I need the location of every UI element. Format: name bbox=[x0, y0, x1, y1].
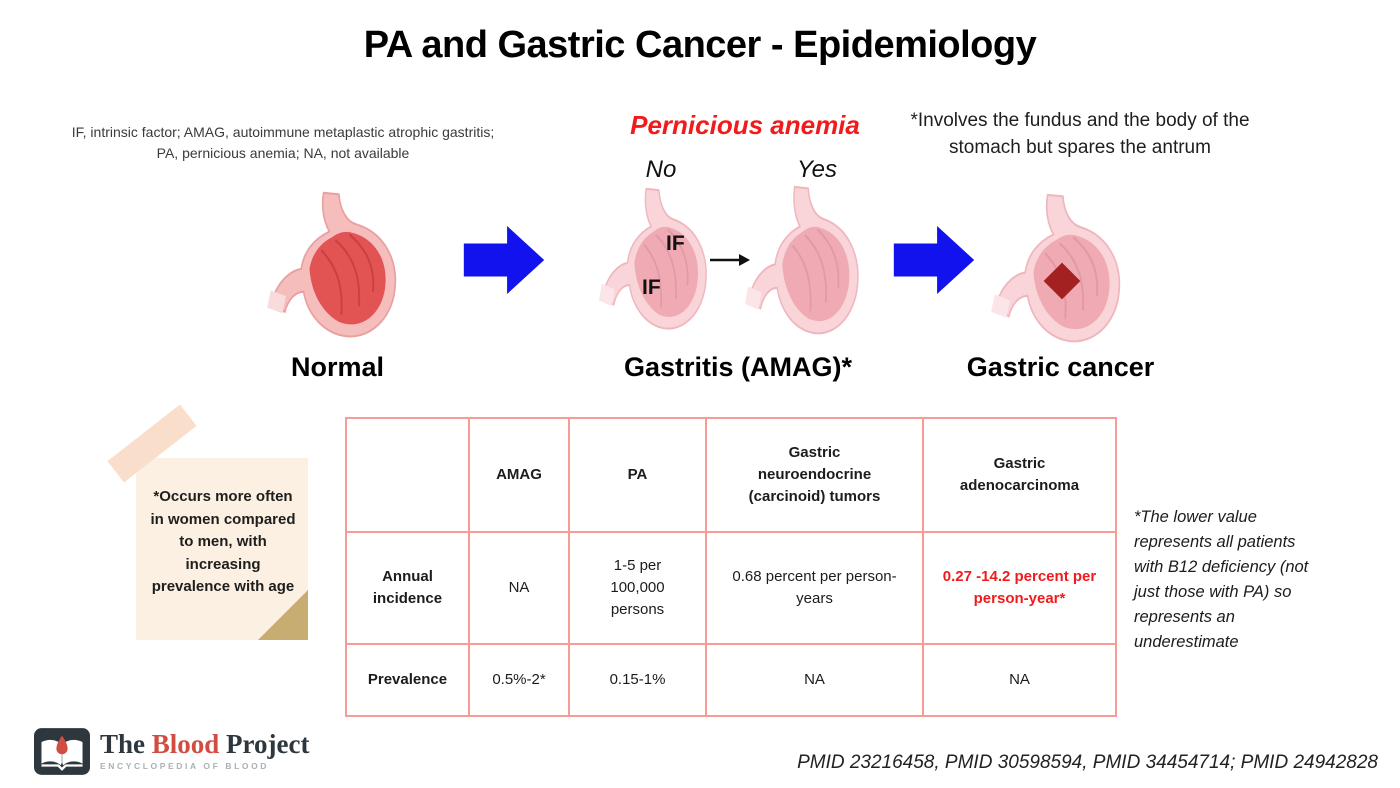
table-cell: 0.5%-2* bbox=[468, 643, 570, 717]
pernicious-no-label: No bbox=[645, 156, 677, 183]
epidemiology-table: AMAG PA Gastric neuroendocrine (carcinoi… bbox=[345, 417, 1117, 717]
blue-arrow-icon bbox=[893, 226, 975, 294]
table-cell: 0.15-1% bbox=[568, 643, 707, 717]
open-book-icon bbox=[34, 727, 90, 775]
table-cell: 1-5 per 100,000 persons bbox=[568, 531, 707, 645]
table-cell: NA bbox=[922, 643, 1117, 717]
pernicious-anemia-label: Pernicious anemia bbox=[630, 110, 860, 140]
table-header-cell: AMAG bbox=[468, 417, 570, 533]
abbreviations-note: IF, intrinsic factor; AMAG, autoimmune m… bbox=[71, 124, 495, 161]
table-header-cell: PA bbox=[568, 417, 707, 533]
lower-value-note: *The lower value represents all patients… bbox=[1134, 508, 1309, 652]
logo-word-blood: Blood bbox=[151, 729, 220, 759]
stomach-cancer-illustration bbox=[990, 192, 1124, 347]
stomach-normal-illustration bbox=[266, 190, 400, 342]
blood-drop-icon bbox=[56, 735, 68, 754]
if-label: IF bbox=[666, 232, 685, 255]
table-header-cell bbox=[345, 417, 470, 533]
stage-label-normal: Normal bbox=[290, 352, 385, 382]
citations: PMID 23216458, PMID 30598594, PMID 34454… bbox=[797, 752, 1378, 773]
table-header-cell: Gastric adenocarcinoma bbox=[922, 417, 1117, 533]
fundus-note: *Involves the fundus and the body of the… bbox=[910, 110, 1250, 158]
stomach-amag-pre-illustration: IF IF bbox=[598, 186, 710, 334]
table-row-label: Prevalence bbox=[345, 643, 470, 717]
stomach-amag-post-illustration bbox=[744, 184, 862, 339]
sticky-note-fold bbox=[258, 590, 308, 640]
progression-arrow-icon bbox=[710, 254, 750, 266]
table-cell: NA bbox=[705, 643, 924, 717]
table-row-label: Annual incidence bbox=[345, 531, 470, 645]
sticky-note-text: *Occurs more often in women compared to … bbox=[150, 488, 296, 595]
logo-word-the: The bbox=[100, 729, 146, 759]
page-title: PA and Gastric Cancer - Epidemiology bbox=[363, 24, 1037, 66]
table-cell: NA bbox=[468, 531, 570, 645]
blood-project-logo: The Blood Project ENCYCLOPEDIA OF BLOOD bbox=[34, 726, 310, 776]
if-label: IF bbox=[642, 276, 661, 299]
sticky-note-paper bbox=[136, 458, 308, 640]
table-cell-highlighted: 0.27 -14.2 percent per person-year* bbox=[922, 531, 1117, 645]
sticky-note: *Occurs more often in women compared to … bbox=[107, 404, 328, 663]
blue-arrow-icon bbox=[463, 226, 545, 294]
logo-text: The Blood Project ENCYCLOPEDIA OF BLOOD bbox=[100, 729, 310, 772]
logo-word-project: Project bbox=[226, 729, 310, 759]
stage-label-gastritis: Gastritis (AMAG)* bbox=[623, 352, 853, 382]
logo-subtitle: ENCYCLOPEDIA OF BLOOD bbox=[100, 761, 270, 771]
pernicious-yes-label: Yes bbox=[796, 156, 838, 183]
stage-label-cancer: Gastric cancer bbox=[966, 352, 1155, 382]
table-cell: 0.68 percent per person-years bbox=[705, 531, 924, 645]
table-header-cell: Gastric neuroendocrine (carcinoid) tumor… bbox=[705, 417, 924, 533]
